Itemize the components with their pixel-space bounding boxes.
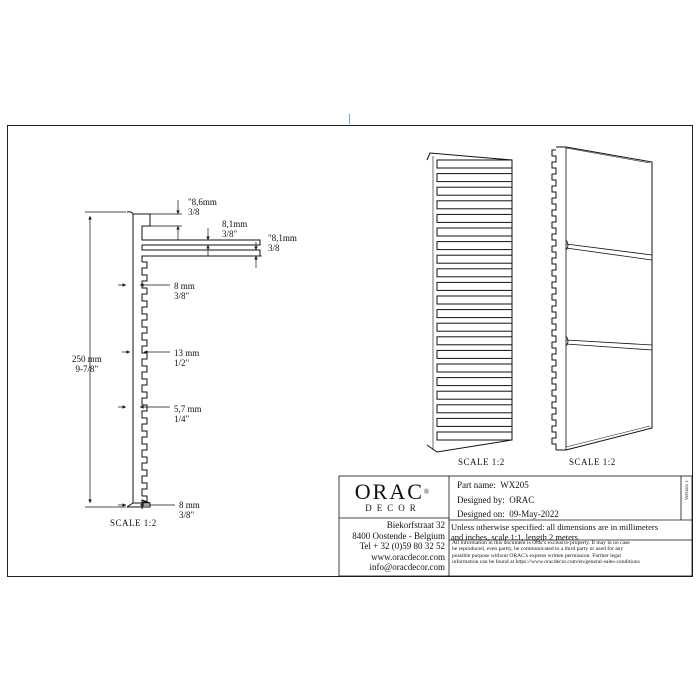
front-rib — [436, 363, 513, 373]
front-rib — [436, 336, 513, 346]
orac-decor-logo: ORAC® DECOR — [354, 479, 432, 514]
front-rib — [436, 349, 513, 359]
spec-text: Unless otherwise specified: all dimensio… — [451, 522, 659, 542]
front-rib — [436, 227, 513, 237]
top-marker — [349, 114, 350, 124]
front-rib — [436, 159, 513, 169]
part-name-row: Part name: WX205 — [457, 480, 529, 490]
title-block-grid — [338, 475, 693, 577]
front-rib — [436, 213, 513, 223]
front-rib — [436, 309, 513, 319]
front-rib — [436, 377, 513, 387]
front-rib — [436, 186, 513, 196]
front-view-scale: SCALE 1:2 — [458, 457, 505, 467]
drawing-sheet-border — [7, 125, 693, 577]
front-rib — [436, 268, 513, 278]
back-view-scale: SCALE 1:2 — [569, 457, 616, 467]
designed-by-row: Designed by: ORAC — [457, 495, 535, 505]
company-address: Biekorfstraat 32 8400 Oostende - Belgium… — [352, 520, 445, 572]
version-label: Version: 1 — [685, 480, 690, 501]
front-rib — [436, 200, 513, 210]
front-rib — [436, 417, 513, 427]
front-rib — [436, 390, 513, 400]
back-view — [551, 146, 653, 451]
front-rib — [436, 431, 513, 441]
front-rib — [436, 295, 513, 305]
front-rib — [436, 241, 513, 251]
profile-scale: SCALE 1:2 — [110, 518, 157, 528]
legal-notes: All information in this document is Orac… — [452, 540, 640, 566]
front-rib — [436, 254, 513, 264]
front-rib — [436, 322, 513, 332]
title-block: ORAC® DECOR Biekorfstraat 32 8400 Oosten… — [339, 476, 692, 576]
front-view — [426, 152, 513, 453]
designed-on-row: Designed on: 09-May-2022 — [457, 509, 559, 519]
front-rib — [436, 281, 513, 291]
front-rib — [436, 404, 513, 414]
front-rib — [436, 173, 513, 183]
